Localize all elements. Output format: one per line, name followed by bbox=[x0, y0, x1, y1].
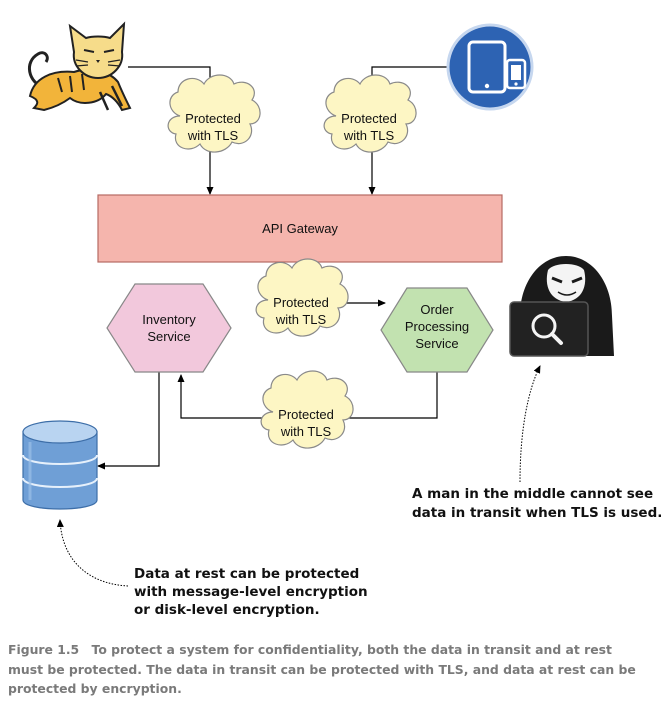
rest-note-line1: Data at rest can be protected bbox=[134, 566, 359, 582]
callout-pointers bbox=[56, 365, 541, 587]
figure-label: Figure 1.5 bbox=[8, 642, 80, 657]
rest-callout-pointer bbox=[56, 519, 129, 587]
mobile-tablet-icon bbox=[446, 23, 534, 111]
order-service-label-line2: Processing bbox=[405, 319, 469, 334]
diagram-canvas: API Gateway Protected with TLS Protected… bbox=[22, 21, 661, 618]
tls-cloud-label-line1: Protected bbox=[341, 111, 397, 126]
database-icon bbox=[22, 420, 98, 510]
tls-cloud-label-line1: Protected bbox=[278, 407, 334, 422]
rest-note: Data at rest can be protected with messa… bbox=[134, 566, 368, 618]
tls-cloud-gateway-order: Protected with TLS bbox=[255, 258, 349, 337]
tls-cloud-label-line1: Protected bbox=[185, 111, 241, 126]
order-service-label-line3: Service bbox=[415, 336, 458, 351]
figure-caption-text: To protect a system for confidentiality,… bbox=[8, 642, 636, 696]
inventory-service-label-line2: Service bbox=[147, 329, 190, 344]
mitm-note-line1: A man in the middle cannot see bbox=[412, 486, 653, 502]
figure-caption: Figure 1.5 To protect a system for confi… bbox=[8, 640, 648, 699]
tls-cloud-client: Protected with TLS bbox=[167, 74, 261, 153]
tls-cloud-label-line2: with TLS bbox=[275, 312, 327, 327]
hooded-hacker-icon bbox=[509, 256, 614, 357]
api-gateway: API Gateway bbox=[97, 194, 503, 263]
mitm-callout-pointer bbox=[519, 365, 541, 483]
tomcat-cat-icon bbox=[28, 21, 132, 112]
inventory-to-database-line bbox=[97, 372, 160, 470]
tls-cloud-label-line2: with TLS bbox=[280, 424, 332, 439]
inventory-service-label-line1: Inventory bbox=[142, 312, 196, 327]
api-gateway-label: API Gateway bbox=[262, 221, 338, 236]
mitm-note-line2: data in transit when TLS is used. bbox=[412, 505, 661, 521]
tls-cloud-label-line1: Protected bbox=[273, 295, 329, 310]
rest-note-line2: with message-level encryption bbox=[134, 584, 368, 600]
tls-cloud-device: Protected with TLS bbox=[323, 74, 417, 153]
tls-cloud-order-inventory: Protected with TLS bbox=[260, 370, 354, 449]
rest-note-line3: or disk-level encryption. bbox=[134, 602, 320, 618]
mitm-note: A man in the middle cannot see data in t… bbox=[412, 486, 661, 521]
order-service-label-line1: Order bbox=[420, 302, 454, 317]
tls-cloud-label-line2: with TLS bbox=[187, 128, 239, 143]
inventory-service: Inventory Service bbox=[106, 283, 232, 373]
order-processing-service: Order Processing Service bbox=[380, 287, 494, 373]
tls-cloud-label-line2: with TLS bbox=[343, 128, 395, 143]
